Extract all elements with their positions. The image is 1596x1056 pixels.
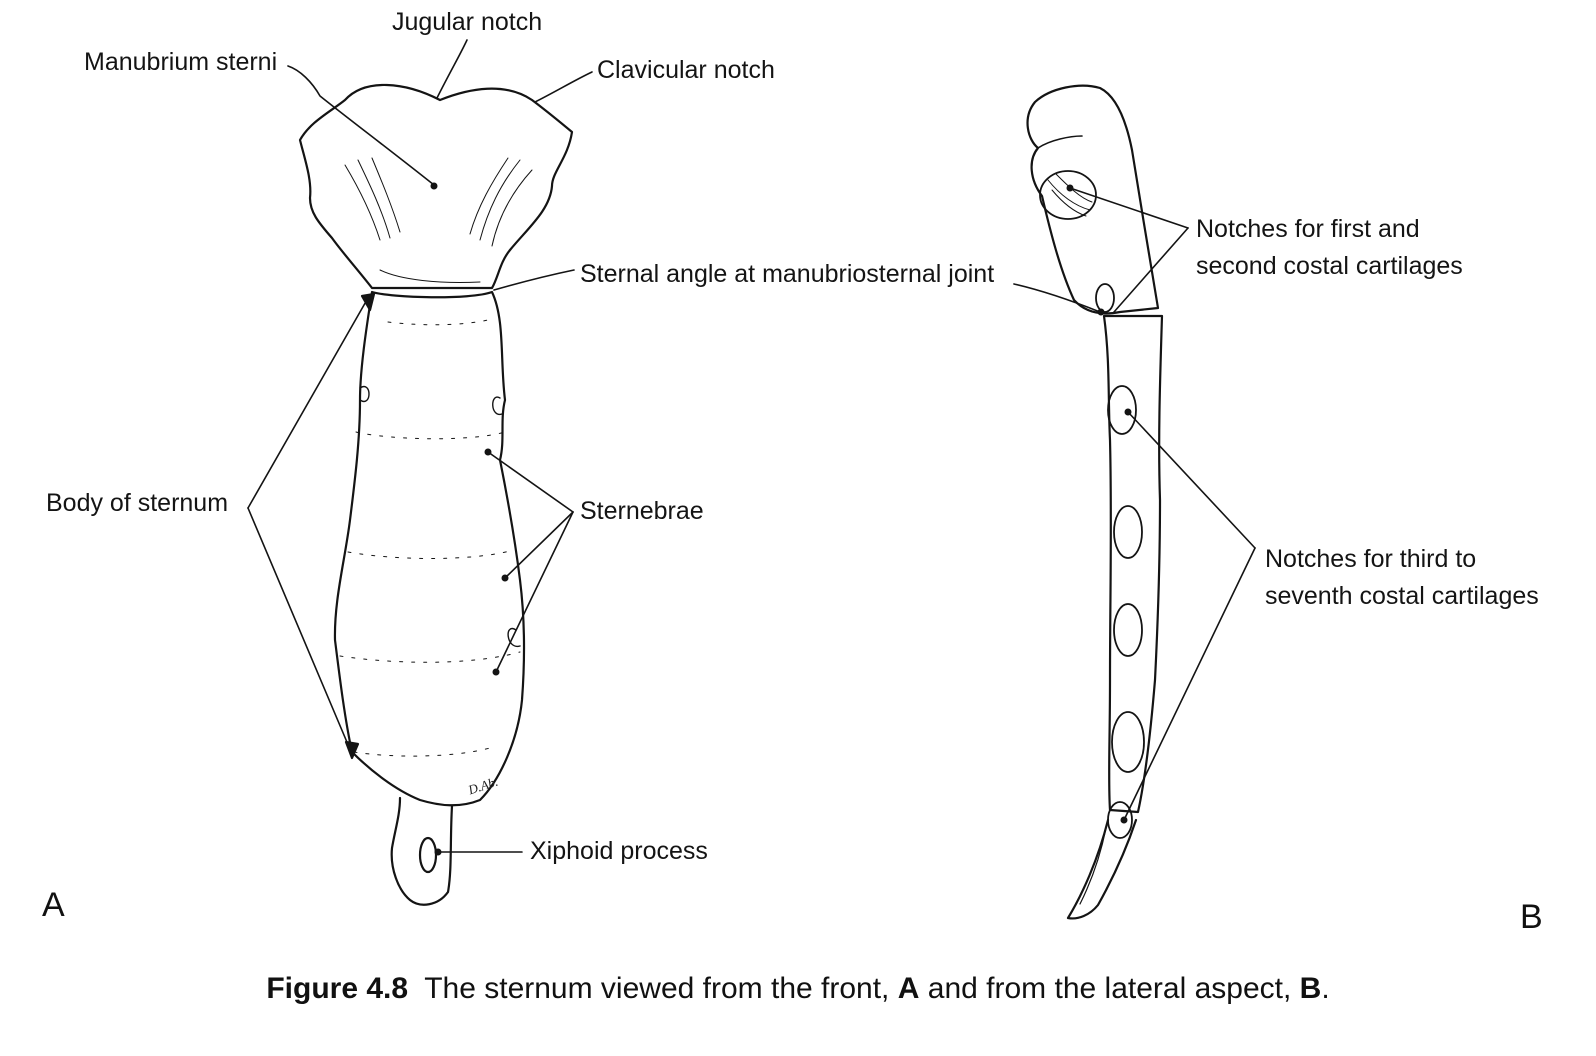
caption-a-ref: A — [897, 972, 920, 1005]
label-xiphoid-process: Xiphoid process — [530, 837, 708, 865]
label-notches-third-seventh-line2: seventh costal cartilages — [1265, 582, 1539, 610]
label-notches-third-seventh-line1: Notches for third to — [1265, 545, 1477, 573]
label-sternebrae: Sternebrae — [580, 497, 704, 525]
caption-text-1: The sternum viewed from the front, — [424, 972, 890, 1005]
label-notches-first-second-line1: Notches for first and — [1196, 215, 1420, 243]
leader-sternebrae-1 — [487, 451, 574, 513]
xiphoid-outline — [390, 796, 454, 906]
leader-body-bottom — [247, 507, 353, 755]
caption-text-2: and from the lateral aspect, — [927, 972, 1292, 1005]
manubrium-outline — [298, 83, 574, 290]
leader-manubrium — [287, 65, 435, 186]
label-notches-third-seventh: Notches for third to seventh costal cart… — [1265, 541, 1539, 615]
leader-notch-3 — [1127, 411, 1256, 549]
leader-sternal-angle — [493, 269, 575, 291]
lateral-manubrium — [1026, 84, 1160, 315]
label-clavicular-notch: Clavicular notch — [597, 56, 775, 84]
sternum-front-view — [247, 39, 593, 906]
lateral-xiphoid — [1066, 818, 1138, 920]
label-jugular-notch: Jugular notch — [392, 8, 543, 36]
label-notches-first-second: Notches for first and second costal cart… — [1196, 211, 1463, 285]
body-outline — [333, 290, 526, 807]
leader-jugular — [436, 39, 468, 99]
leader-notch-2 — [1113, 227, 1189, 313]
figure-caption: Figure 4.8 The sternum viewed from the f… — [0, 972, 1596, 1006]
label-sternal-angle: Sternal angle at manubriosternal joint — [580, 260, 995, 288]
leader-body-top — [247, 297, 369, 509]
leader-notch-1 — [1069, 187, 1189, 229]
sternum-lateral-view — [1013, 84, 1256, 920]
leader-sternebrae-3 — [495, 511, 574, 673]
leader-notch-7 — [1123, 547, 1256, 821]
caption-end: . — [1321, 972, 1330, 1005]
caption-b-ref: B — [1299, 972, 1322, 1005]
label-notches-first-second-line2: second costal cartilages — [1196, 252, 1463, 280]
lateral-body — [1102, 314, 1164, 814]
leader-clavicular — [534, 71, 593, 103]
panel-label-a: A — [42, 886, 65, 924]
label-manubrium-sterni: Manubrium sterni — [84, 48, 278, 76]
panel-label-b: B — [1520, 898, 1543, 936]
label-body-of-sternum: Body of sternum — [46, 489, 229, 517]
caption-figure-number: Figure 4.8 — [266, 972, 409, 1005]
leader-sternal-angle-b — [1013, 283, 1101, 313]
leader-sternebrae-2 — [504, 511, 574, 579]
